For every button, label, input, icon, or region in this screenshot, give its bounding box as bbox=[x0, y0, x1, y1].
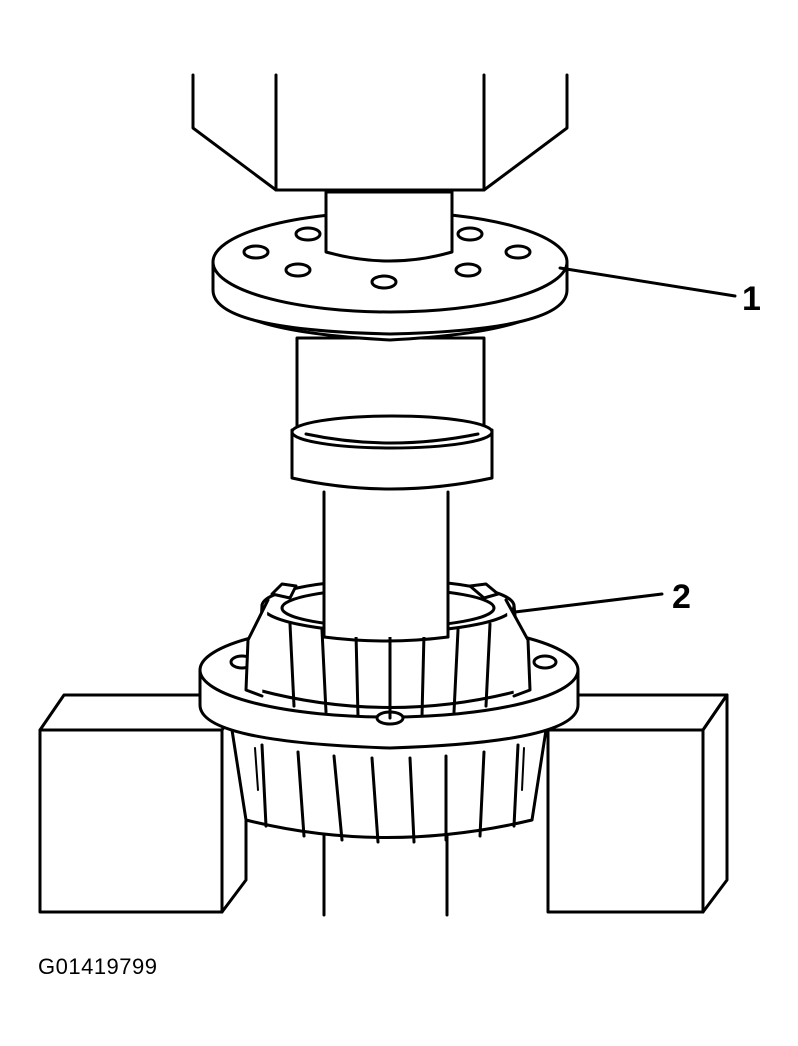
left-support-block bbox=[40, 695, 246, 912]
callout-label-1: 1 bbox=[742, 280, 761, 318]
right-support-block bbox=[548, 695, 727, 912]
figure-id: G01419799 bbox=[38, 954, 158, 979]
leader-line-1 bbox=[560, 268, 735, 296]
bearing-lower-skirt bbox=[232, 730, 546, 842]
bushing-collar bbox=[292, 416, 492, 489]
leader-line-2 bbox=[515, 594, 662, 612]
ram-pilot bbox=[326, 192, 452, 261]
shaft-lower-section bbox=[324, 492, 448, 641]
callout-label-2: 2 bbox=[672, 578, 691, 616]
press-ram bbox=[193, 75, 567, 190]
lower-shaft bbox=[324, 835, 447, 915]
